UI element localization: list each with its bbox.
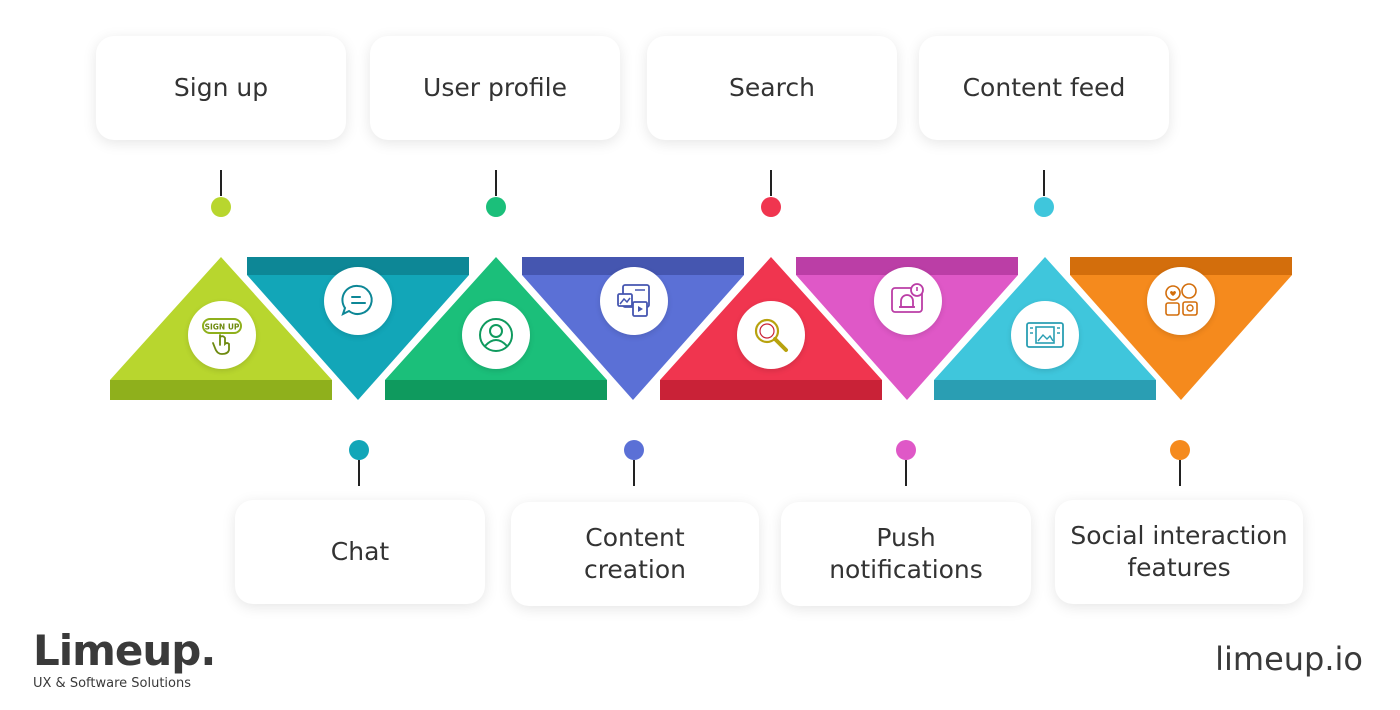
- brand-name: Limeup.: [33, 626, 216, 675]
- user-profile-icon: [462, 301, 530, 369]
- connector-stem: [905, 460, 907, 486]
- connector-dot-chat: [349, 440, 369, 460]
- card-label: Chat: [330, 537, 390, 566]
- triangle-search-base: [660, 380, 882, 400]
- connector-stem: [358, 460, 360, 486]
- card-content-feed: Content feed: [919, 36, 1169, 140]
- sign-up-badge-text: SIGN UP: [205, 323, 240, 332]
- search-icon: [737, 301, 805, 369]
- connector-dot-sign-up: [211, 197, 231, 217]
- connector-stem: [633, 460, 635, 486]
- card-sign-up: Sign up: [96, 36, 346, 140]
- card-label: Sign up: [173, 73, 269, 102]
- triangle-push-top: [796, 257, 1018, 275]
- card-label: Content creation: [583, 523, 687, 584]
- connector-stem: [495, 170, 497, 196]
- card-chat: Chat: [235, 500, 485, 604]
- triangle-user-profile-base: [385, 380, 607, 400]
- card-search: Search: [647, 36, 897, 140]
- content-creation-icon: [600, 267, 668, 335]
- card-label: Content feed: [962, 73, 1126, 102]
- triangle-content-creation-top: [522, 257, 744, 275]
- content-feed-icon: [1011, 301, 1079, 369]
- card-social-interaction: Social interaction features: [1055, 500, 1303, 604]
- card-label: User profile: [423, 73, 567, 102]
- social-interaction-icon: [1147, 267, 1215, 335]
- card-label: Search: [729, 73, 815, 102]
- connector-stem: [1179, 460, 1181, 486]
- card-label: Push notifications: [829, 523, 983, 584]
- push-notification-icon: [874, 267, 942, 335]
- connector-stem: [1043, 170, 1045, 196]
- card-label: Social interaction features: [1070, 521, 1288, 582]
- connector-dot-content-feed: [1034, 197, 1054, 217]
- triangle-chat: [247, 275, 469, 400]
- connector-dot-social: [1170, 440, 1190, 460]
- card-push-notifications: Push notifications: [781, 502, 1031, 606]
- chat-icon: [324, 267, 392, 335]
- triangle-content-feed-base: [934, 380, 1156, 400]
- sign-up-icon: SIGN UP: [188, 301, 256, 369]
- triangle-social-top: [1070, 257, 1292, 275]
- triangle-sign-up-base: [110, 380, 332, 400]
- brand-logo: Limeup. UX & Software Solutions: [33, 626, 216, 692]
- brand-tagline: UX & Software Solutions: [33, 676, 191, 691]
- triangle-push: [796, 275, 1018, 400]
- triangle-chat-top: [247, 257, 469, 275]
- triangle-content-creation: [522, 275, 744, 400]
- connector-dot-search: [761, 197, 781, 217]
- connector-stem: [220, 170, 222, 196]
- triangle-social: [1070, 275, 1292, 400]
- connector-dot-user-profile: [486, 197, 506, 217]
- card-user-profile: User profile: [370, 36, 620, 140]
- brand-site: limeup.io: [1215, 640, 1363, 678]
- card-content-creation: Content creation: [511, 502, 759, 606]
- connector-dot-content-creation: [624, 440, 644, 460]
- connector-dot-push: [896, 440, 916, 460]
- connector-stem: [770, 170, 772, 196]
